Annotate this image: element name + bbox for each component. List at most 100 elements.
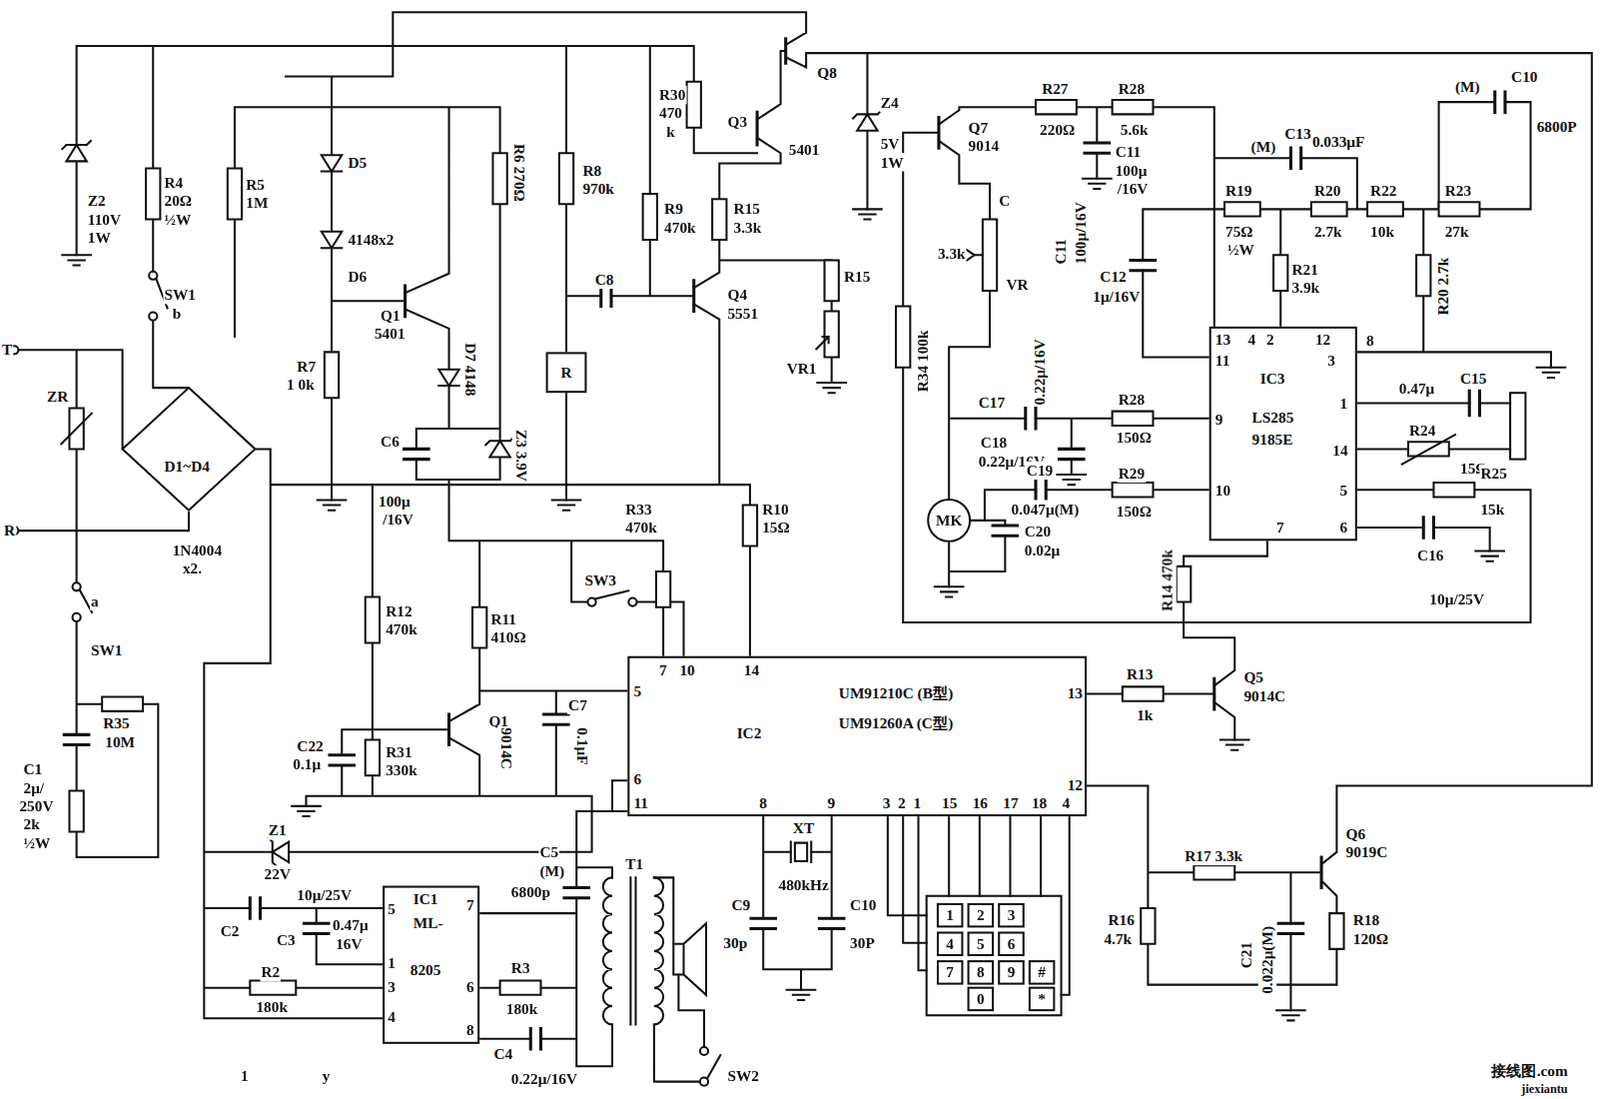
component-label: C16: [1416, 545, 1445, 564]
node-text: 8205: [410, 960, 442, 979]
component-label: 470k: [384, 620, 419, 639]
component-label: 16V: [334, 934, 363, 953]
component-label: C12: [1098, 267, 1127, 286]
ground-symbol: [61, 178, 1566, 1021]
component-label: 13: [1214, 330, 1232, 349]
component-label: 5: [632, 681, 643, 700]
component-label: 100μ: [1114, 160, 1149, 179]
component-label: R6 270Ω: [510, 142, 529, 203]
node-text: R: [560, 363, 572, 382]
node-text: ML-: [413, 913, 444, 932]
component-label: C3: [275, 929, 297, 948]
component-label: R14 470k: [1158, 548, 1177, 613]
component-label: 10: [678, 661, 696, 680]
component-label: C4: [492, 1044, 514, 1063]
component-label: 15Ω: [761, 518, 792, 537]
component-label: 1 0k: [285, 375, 316, 394]
node-text: 3: [1007, 905, 1016, 924]
component-label: /16V: [381, 510, 415, 529]
component-label: 2k: [21, 814, 40, 833]
component-label: R34 100k: [912, 328, 931, 393]
keypad-frame: [926, 895, 1062, 1015]
component-label: R16: [1107, 910, 1136, 929]
component-label: 3: [1326, 350, 1337, 369]
component-label: R3: [510, 958, 532, 977]
component-label: 1: [1338, 393, 1349, 412]
switch-contact: [628, 598, 637, 607]
component-label: C10: [848, 895, 877, 914]
component-label: 0.022μ(M): [1258, 924, 1277, 995]
component-label: R: [2, 521, 16, 540]
component-label: 10μ/25V: [295, 885, 353, 904]
component-label: C20: [1023, 522, 1052, 541]
node-text: LS285: [1252, 408, 1295, 427]
component-label: C10: [1510, 66, 1539, 85]
component-label: R10: [761, 499, 790, 518]
component-label: 9: [1214, 410, 1225, 429]
component-label: Q4: [726, 285, 749, 304]
component-label: (M): [1250, 137, 1278, 156]
component-label: R17 3.3k: [1183, 846, 1244, 865]
loudspeaker-symbol: [673, 922, 707, 994]
keypad-key: 2: [967, 902, 995, 928]
component-label: C11: [1050, 237, 1069, 266]
component-label: C8: [594, 270, 616, 289]
switch-contact: [148, 312, 157, 321]
switch-contact: [148, 271, 157, 280]
component-label: 220Ω: [1038, 120, 1076, 139]
switch-contact: [700, 1046, 709, 1055]
component-label: jiexiantu: [1520, 1081, 1569, 1096]
component-label: 120Ω: [1352, 928, 1390, 947]
component-label: R31: [384, 743, 413, 762]
component-label: 15k: [1479, 499, 1506, 518]
wire: [17, 11, 1592, 1081]
component-label: 0.047μ(M): [1009, 499, 1080, 518]
component-label: D6: [346, 267, 368, 286]
node-text: UM91210C (B型): [838, 683, 954, 702]
component-label: R22: [1369, 181, 1398, 200]
component-label: 16: [971, 794, 989, 812]
node-text: #: [1037, 962, 1046, 981]
component-label: 100μ/16V: [1071, 200, 1090, 265]
component-label: C21: [1236, 940, 1255, 969]
component-label: 3.3k: [936, 244, 967, 263]
component-label: 1μ/16V: [1091, 287, 1141, 306]
component-label: 2μ/: [21, 778, 45, 797]
keypad-key: #: [1028, 959, 1056, 985]
component-label: C7: [567, 696, 589, 715]
component-label: Q5: [1242, 668, 1265, 687]
transistor-symbol: [405, 38, 1322, 888]
component-label: 11: [632, 794, 650, 812]
component-label: R27: [1040, 79, 1069, 98]
component-label: C1: [21, 760, 43, 779]
component-label: 4: [1246, 330, 1257, 349]
transformer-coil: [603, 876, 664, 1024]
component-label: 1N4004: [171, 540, 223, 559]
component-label: 3: [881, 794, 892, 812]
component-label: 30p: [722, 933, 749, 952]
component-label: 150Ω: [1115, 502, 1153, 521]
component-label: 1: [911, 794, 922, 812]
component-label: Z4: [879, 93, 900, 112]
earpiece-symbol: [1510, 392, 1526, 459]
microphone: MK: [926, 497, 972, 543]
component-label: ZR: [45, 387, 69, 406]
switch-contact: [72, 613, 81, 622]
component-label: 22V: [263, 864, 292, 883]
component-label: T1: [624, 854, 645, 873]
component-label: D5: [346, 152, 368, 171]
component-label: 17: [1001, 794, 1019, 812]
component-label: Q7: [967, 117, 990, 136]
component-label: 8: [465, 1019, 476, 1038]
node-text: 8: [976, 962, 985, 981]
node-text: *: [1037, 989, 1046, 1008]
component-label: 0.1μF: [573, 726, 592, 766]
keypad-key: 5: [967, 931, 995, 957]
component-label: R21: [1290, 259, 1319, 278]
keypad-key: *: [1028, 986, 1056, 1012]
component-label: C15: [1459, 369, 1488, 388]
component-label: R25: [1479, 464, 1508, 483]
component-label: 9: [826, 794, 837, 812]
component-label: 330k: [384, 761, 419, 780]
node-text: 9185E: [1252, 430, 1294, 449]
